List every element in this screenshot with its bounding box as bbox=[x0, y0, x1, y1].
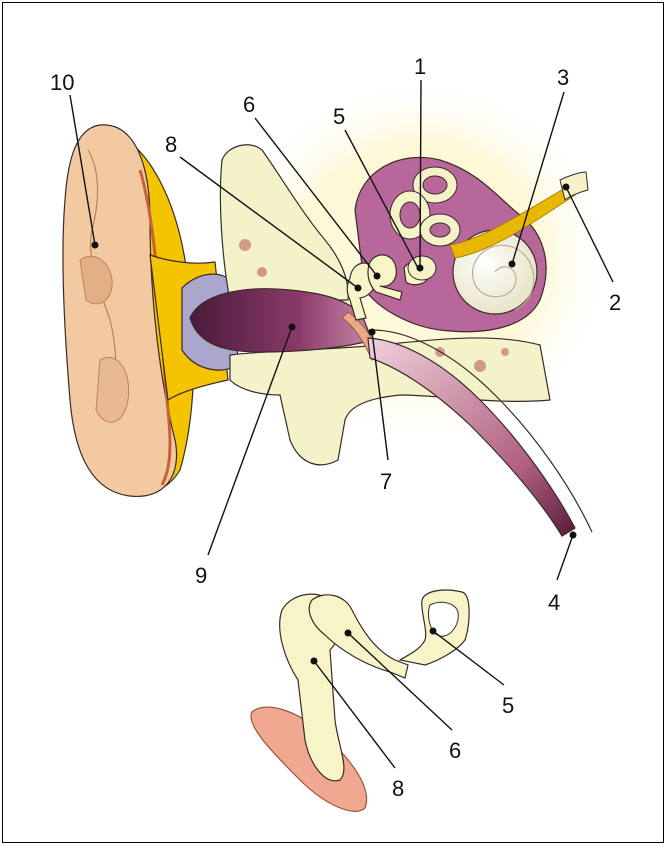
bone-pore bbox=[239, 239, 251, 251]
label-10: 10 bbox=[50, 70, 74, 95]
leader-4 bbox=[557, 535, 573, 580]
canal-ring-2-inner bbox=[400, 202, 420, 228]
label-7: 7 bbox=[380, 469, 392, 494]
label-3: 3 bbox=[557, 65, 569, 90]
bone-pore bbox=[501, 348, 509, 356]
inset-leader-5 bbox=[433, 631, 504, 685]
leader-dot-6 bbox=[374, 273, 381, 280]
leader-dot-3 bbox=[509, 261, 516, 268]
leader-dot-9 bbox=[289, 324, 296, 331]
label-1: 1 bbox=[414, 54, 426, 79]
inset-label-6: 6 bbox=[449, 738, 461, 763]
inset-leader-dot-6 bbox=[345, 630, 352, 637]
label-2: 2 bbox=[609, 290, 621, 315]
bone-pore bbox=[257, 267, 267, 277]
leader-dot-10 bbox=[92, 242, 99, 249]
canal-ring-3-inner bbox=[430, 223, 450, 237]
leader-dot-2 bbox=[563, 184, 570, 191]
inset-label-8: 8 bbox=[392, 776, 404, 801]
label-5: 5 bbox=[333, 104, 345, 129]
label-6: 6 bbox=[243, 92, 255, 117]
label-4: 4 bbox=[548, 590, 560, 615]
leader-dot-4 bbox=[570, 532, 577, 539]
inset-leader-dot-5 bbox=[430, 628, 437, 635]
inset-callout-labels: 5 6 8 bbox=[392, 693, 514, 801]
label-9: 9 bbox=[195, 563, 207, 588]
auricle-fold-3 bbox=[96, 358, 129, 423]
leader-dot-8 bbox=[355, 285, 362, 292]
bone-pore bbox=[474, 360, 486, 372]
label-8: 8 bbox=[165, 132, 177, 157]
leader-dot-7 bbox=[369, 329, 376, 336]
ossicles-inset bbox=[251, 590, 469, 811]
inset-leader-dot-8 bbox=[311, 658, 318, 665]
inset-label-5: 5 bbox=[502, 693, 514, 718]
canal-ring-1-inner bbox=[423, 176, 447, 194]
